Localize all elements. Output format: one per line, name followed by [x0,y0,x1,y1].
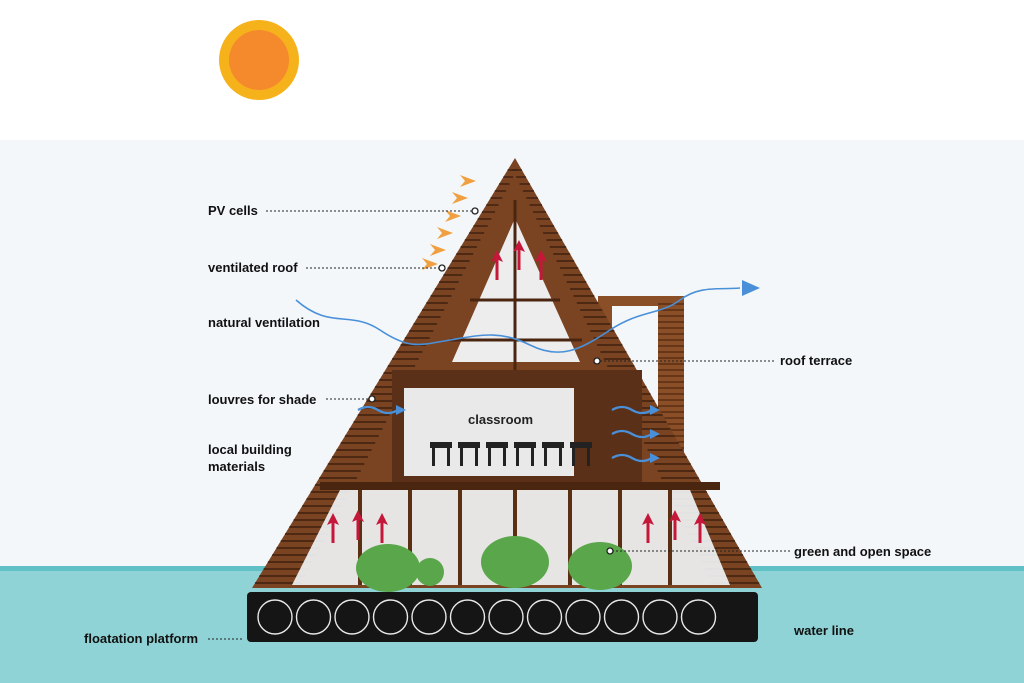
hot-air-arrow [376,513,388,543]
float-barrel-icon [372,599,409,635]
side-wind-line [611,405,653,415]
wind-arrow-head-icon [742,280,760,296]
float-barrel-icon [488,599,524,635]
label-classroom: classroom [468,412,534,427]
hot-air-arrow [694,513,706,543]
hot-air-arrow [669,510,681,540]
desk-leg [432,448,435,466]
heat-arrow [422,258,438,270]
desk-leg [503,448,506,466]
classroom-block [392,370,642,482]
desk-leg [559,448,562,466]
desk-leg [587,448,590,466]
heat-arrow [430,244,446,256]
float-barrel-icon [565,599,601,635]
desk [430,442,452,448]
float-barrel-icon [680,599,717,635]
float-barrel-icon [642,599,678,635]
heat-arrow [437,227,453,239]
float-barrel-icon [526,599,563,635]
sun-icon [219,20,299,100]
side-wind-head [650,453,660,463]
floatation-platform [247,592,758,642]
hot-air-arrow [352,510,364,540]
float-barrel-icon [295,599,332,635]
hot-air-arrow [535,250,547,280]
float-barrel-icon [257,599,293,635]
label-pv-cells: PV cells [208,203,258,218]
float-barrel-icon [603,599,640,635]
desk-leg [475,448,478,466]
float-barrel-icon [449,599,486,635]
wind-arrow-icon [295,287,741,353]
label-water-line: water line [794,623,854,638]
side-wind-line [611,429,653,439]
side-wind-head [650,429,660,439]
hot-air-arrow [513,240,525,270]
float-barrel-icon [411,599,447,635]
desk [458,442,480,448]
side-wind-line [357,405,399,415]
label-natural-ventilation: natural ventilation [208,315,320,330]
side-wind-line [611,453,653,463]
desk [542,442,564,448]
heat-arrow [452,192,468,204]
heat-arrow-icon [422,175,476,270]
desk-leg [488,448,491,466]
label-roof-terrace: roof terrace [780,353,853,368]
tree-icon [356,536,632,592]
float-barrel-icon [334,599,370,635]
desk-leg [544,448,547,466]
label-green-space: green and open space [794,544,932,559]
hot-air-arrow-icon [327,240,706,543]
label-ventilated-roof: ventilated roof [208,260,298,275]
label-floatation-platform: floatation platform [84,631,199,646]
label-louvres: louvres for shade [208,392,317,407]
desk [570,442,592,448]
hot-air-arrow [327,513,339,543]
desk-leg [460,448,463,466]
desk [486,442,508,448]
hot-air-arrow [642,513,654,543]
heat-arrow [460,175,476,187]
side-wind-head [650,405,660,415]
heat-arrow [445,210,461,222]
label-local-materials: local building materials [208,442,292,474]
desk [514,442,536,448]
desk-leg [516,448,519,466]
desk-leg [572,448,575,466]
desk-leg [531,448,534,466]
side-wind-head [396,405,406,415]
desk-leg [447,448,450,466]
hot-air-arrow [491,250,503,280]
